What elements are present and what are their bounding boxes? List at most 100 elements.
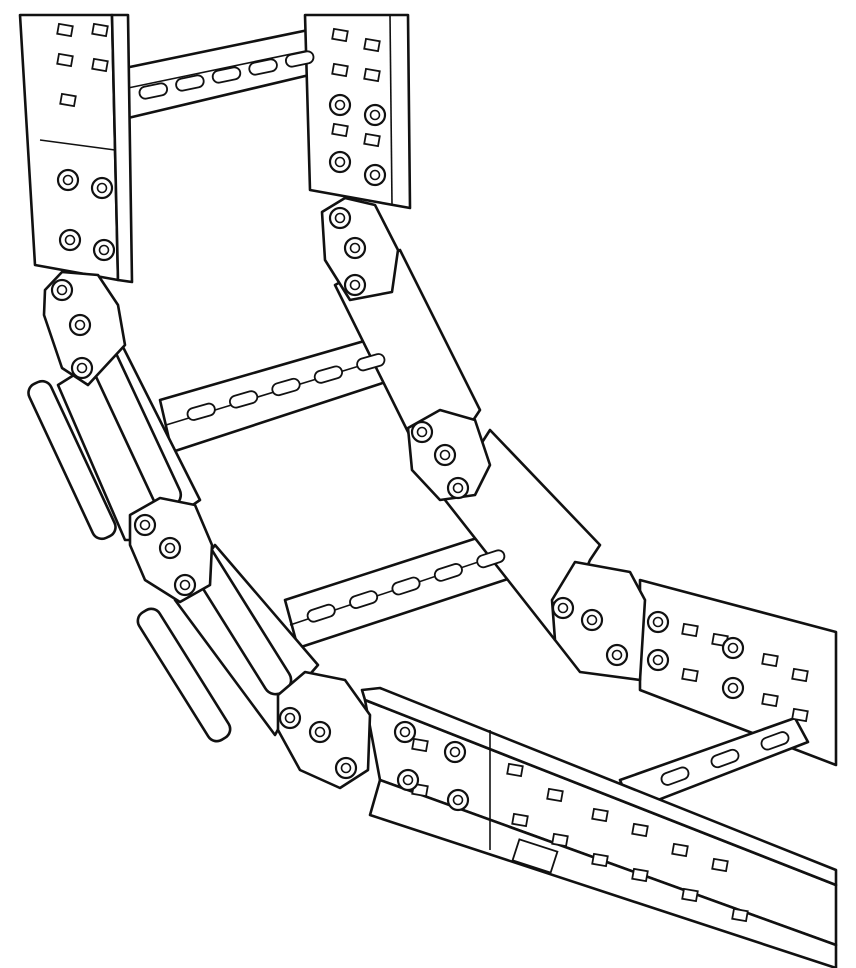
bolt-icon bbox=[70, 356, 94, 380]
rail-perforation bbox=[681, 887, 699, 903]
bolt-thread bbox=[349, 279, 361, 291]
bolt-thread bbox=[179, 579, 191, 591]
bolt-thread bbox=[452, 482, 464, 494]
bolt-icon bbox=[446, 476, 470, 500]
bolt-icon bbox=[343, 273, 367, 297]
rung-slot bbox=[175, 74, 205, 92]
bolt-thread bbox=[139, 519, 151, 531]
rail-perforation bbox=[91, 57, 109, 73]
bolt-thread bbox=[96, 182, 108, 194]
rail-perforation bbox=[506, 762, 524, 778]
bolt-icon bbox=[58, 228, 82, 252]
bolt-thread bbox=[557, 602, 569, 614]
bolt-icon bbox=[343, 236, 367, 260]
rung-slot bbox=[476, 549, 506, 569]
rail-perforation bbox=[791, 667, 809, 683]
bolt-thread bbox=[369, 109, 381, 121]
rail-perforation bbox=[681, 667, 699, 683]
rail-perforation bbox=[631, 867, 649, 883]
bolt-thread bbox=[402, 774, 414, 786]
bolt-thread bbox=[399, 726, 411, 738]
bolt-thread bbox=[98, 244, 110, 256]
bolt-icon bbox=[646, 610, 670, 634]
bolt-icon bbox=[68, 313, 92, 337]
rail-perforation bbox=[411, 737, 429, 753]
bolt-thread bbox=[652, 616, 664, 628]
bolt-thread bbox=[349, 242, 361, 254]
rung-slot bbox=[710, 748, 740, 769]
rail-perforation bbox=[551, 832, 569, 848]
left-link-plate-1 bbox=[27, 340, 202, 542]
rail-perforation bbox=[731, 907, 749, 923]
rail-perforation bbox=[59, 92, 77, 108]
bolt-thread bbox=[652, 654, 664, 666]
rail-perforation bbox=[91, 22, 109, 38]
bolt-thread bbox=[340, 762, 352, 774]
bolt-icon bbox=[308, 720, 332, 744]
rail-perforation bbox=[363, 132, 381, 148]
rung-slot bbox=[138, 82, 169, 100]
rail-perforation bbox=[791, 707, 809, 723]
rung-slot bbox=[433, 563, 463, 582]
bolt-icon bbox=[396, 768, 420, 792]
bolt-thread bbox=[449, 746, 461, 758]
rail-perforation bbox=[331, 27, 349, 43]
rail-perforation bbox=[511, 812, 529, 828]
rung-slot bbox=[186, 402, 216, 421]
rail-perforation bbox=[56, 22, 74, 38]
rail-perforations bbox=[56, 22, 809, 923]
bolt-icon bbox=[721, 676, 745, 700]
bolt-icon bbox=[580, 608, 604, 632]
bolt-thread bbox=[416, 426, 428, 438]
rail-perforation bbox=[591, 852, 609, 868]
bolt-icon bbox=[646, 648, 670, 672]
rung-slot bbox=[229, 390, 259, 409]
rung-slot bbox=[660, 766, 690, 786]
rail-perforation bbox=[761, 652, 779, 668]
bolt-icon bbox=[334, 756, 358, 780]
bolt-thread bbox=[439, 449, 451, 461]
rung-slot bbox=[284, 50, 315, 68]
bolts bbox=[50, 93, 745, 812]
rail-perforation bbox=[331, 122, 349, 138]
bolt-icon bbox=[133, 513, 157, 537]
bolt-icon bbox=[328, 93, 352, 117]
rail-perforation bbox=[331, 62, 349, 78]
bolt-thread bbox=[611, 649, 623, 661]
rail-perforation bbox=[56, 52, 74, 68]
bolt-icon bbox=[446, 788, 470, 812]
bolt-icon bbox=[410, 420, 434, 444]
rung-slot bbox=[306, 603, 336, 623]
bolt-icon bbox=[605, 643, 629, 667]
left-vertical-rail bbox=[18, 13, 134, 284]
rung-slot bbox=[248, 58, 278, 76]
bolt-thread bbox=[56, 284, 68, 296]
bolt-thread bbox=[314, 726, 326, 738]
rail-perforation bbox=[546, 787, 564, 803]
rung-slot bbox=[271, 377, 301, 397]
bolt-icon bbox=[50, 278, 74, 302]
rail-perforation bbox=[671, 842, 689, 858]
bolt-icon bbox=[721, 636, 745, 660]
rail-perforation bbox=[711, 857, 729, 873]
bolt-icon bbox=[56, 168, 80, 192]
bottom-horizontal-outer-rail bbox=[360, 686, 838, 968]
bolt-thread bbox=[334, 99, 346, 111]
bolt-thread bbox=[64, 234, 76, 246]
bolt-thread bbox=[452, 794, 464, 806]
rung-slot bbox=[313, 365, 343, 384]
bolt-thread bbox=[74, 319, 86, 331]
bolt-thread bbox=[164, 542, 176, 554]
bolt-icon bbox=[328, 206, 352, 230]
bolt-icon bbox=[173, 573, 197, 597]
rung-slots bbox=[138, 50, 790, 786]
bolt-icon bbox=[551, 596, 575, 620]
bolt-thread bbox=[334, 156, 346, 168]
bolt-thread bbox=[334, 212, 346, 224]
rung-slot bbox=[391, 576, 421, 596]
bolt-icon bbox=[363, 103, 387, 127]
bolt-thread bbox=[586, 614, 598, 626]
bolt-icon bbox=[328, 150, 352, 174]
rail-perforation bbox=[681, 622, 699, 638]
